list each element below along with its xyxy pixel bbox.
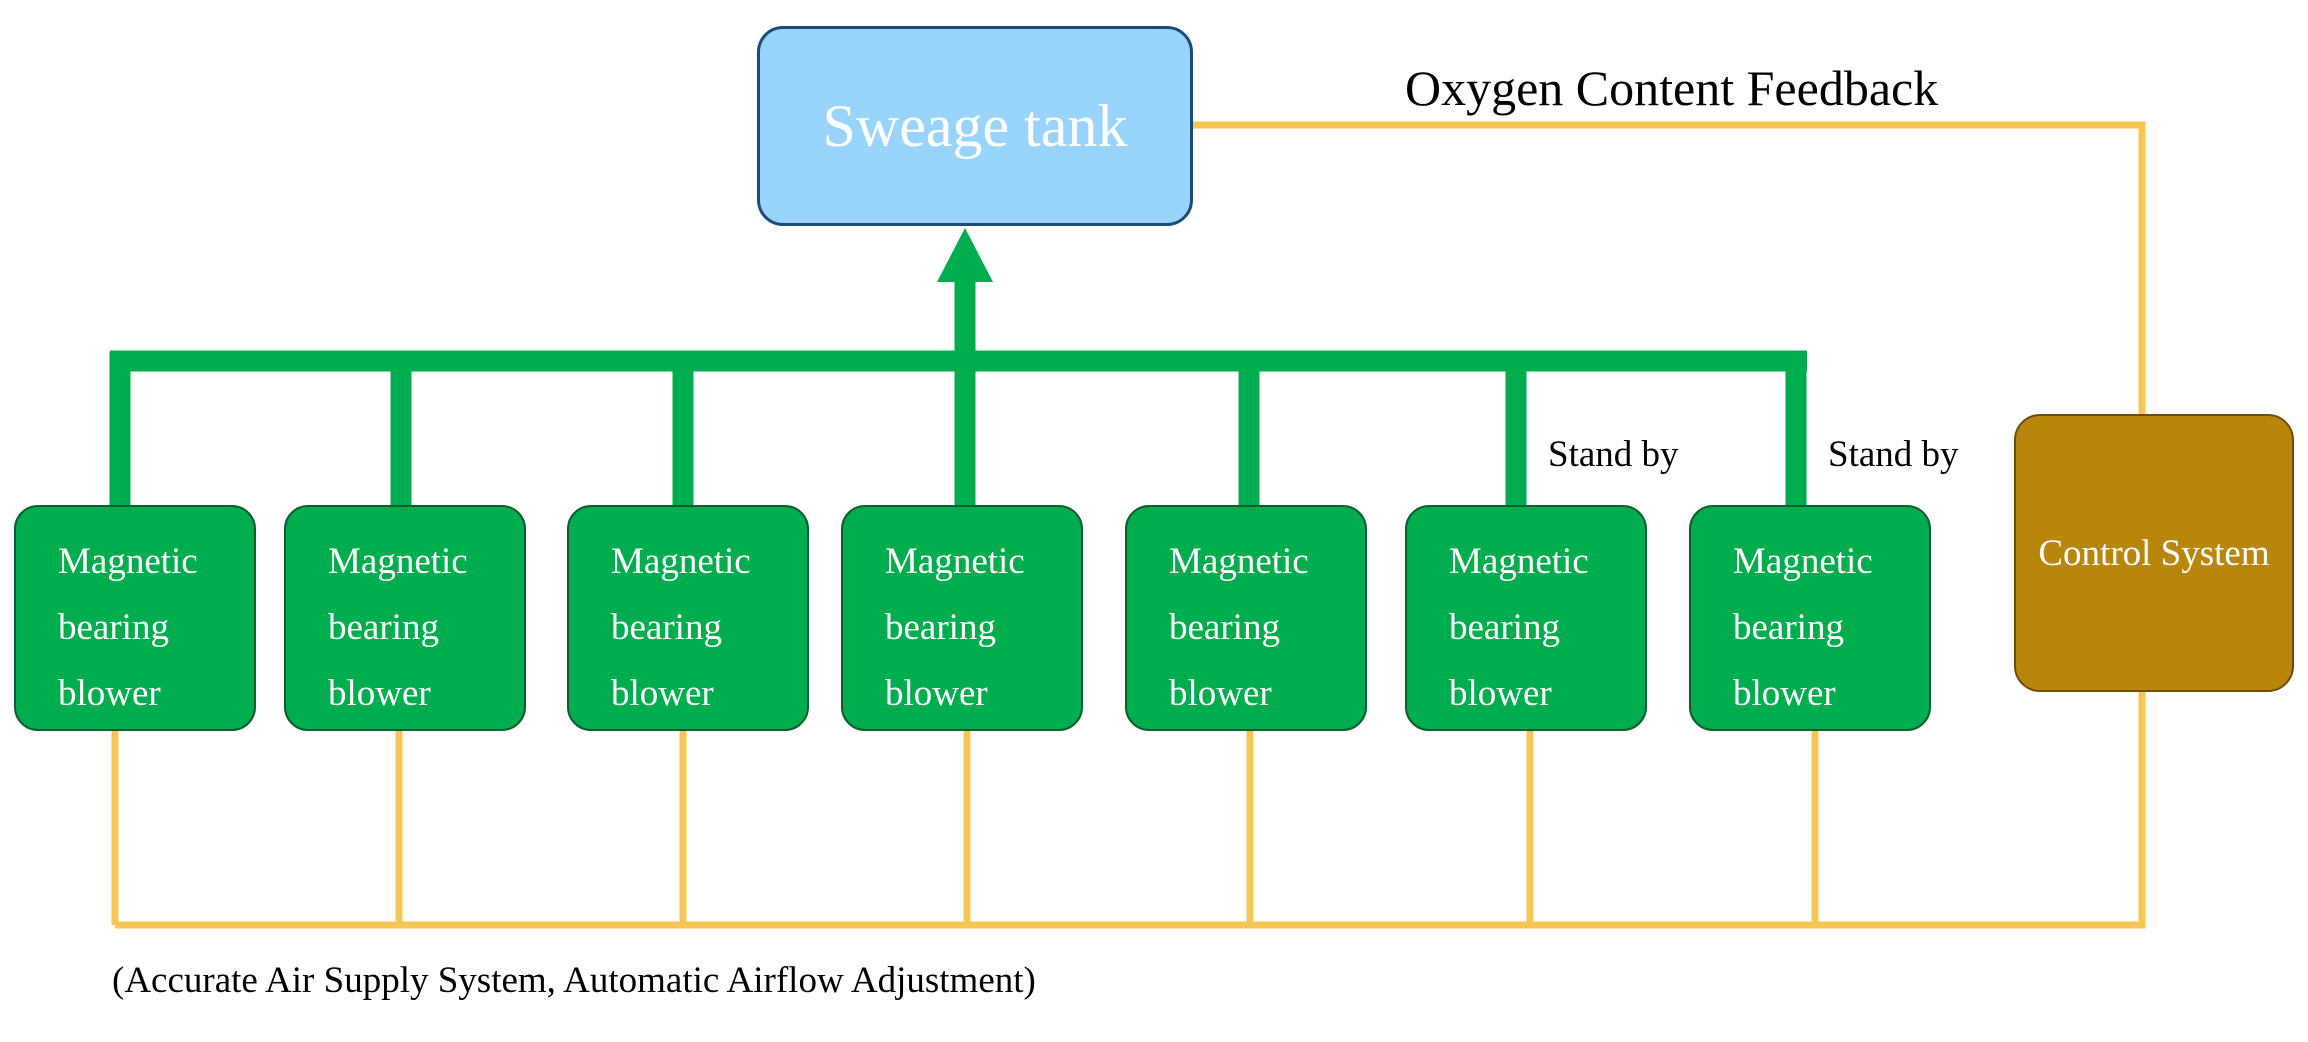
blower-label-line: bearing [1449,607,1560,648]
blower-label-line: blower [328,673,431,714]
blower-label-line: blower [58,673,161,714]
blower-label-line: Magnetic [328,541,468,582]
blower-box-4: Magnetic bearing blower [841,505,1083,731]
blower-label-line: Magnetic [1449,541,1589,582]
sewage-tank-box: Sweage tank [757,26,1193,226]
blower-label-line: bearing [1733,607,1844,648]
blower-label-line: blower [1733,673,1836,714]
oxygen-feedback-label: Oxygen Content Feedback [1405,60,1939,116]
control-system-label: Control System [2038,532,2270,574]
blower-box-7-standby: Magnetic bearing blower [1689,505,1931,731]
oxygen-feedback-line [1193,121,2146,414]
blower-label-line: blower [885,673,988,714]
blower-box-5: Magnetic bearing blower [1125,505,1367,731]
blower-box-2: Magnetic bearing blower [284,505,526,731]
air-pipes [109,278,1807,505]
blower-label-line: Magnetic [58,541,198,582]
blower-label-line: blower [1449,673,1552,714]
blower-box-6-standby: Magnetic bearing blower [1405,505,1647,731]
air-flow-arrowhead [937,228,993,282]
blower-label-line: bearing [611,607,722,648]
blower-label-line: bearing [328,607,439,648]
standby-label-1: Stand by [1548,434,1679,475]
blower-label-line: bearing [1169,607,1280,648]
blower-box-3: Magnetic bearing blower [567,505,809,731]
blower-box-1: Magnetic bearing blower [14,505,256,731]
control-system-box: Control System [2014,414,2294,692]
blower-label-line: blower [1169,673,1272,714]
blower-label-line: Magnetic [1169,541,1309,582]
control-return-line [115,692,2146,929]
blower-label-line: blower [611,673,714,714]
sewage-tank-label: Sweage tank [822,92,1128,159]
blower-label-line: Magnetic [885,541,1025,582]
blower-label-line: Magnetic [611,541,751,582]
system-caption: (Accurate Air Supply System, Automatic A… [112,960,1036,1001]
standby-label-2: Stand by [1828,434,1959,475]
signal-lines [111,121,2146,929]
blower-label-line: bearing [885,607,996,648]
blower-label-line: Magnetic [1733,541,1873,582]
blower-label-line: bearing [58,607,169,648]
